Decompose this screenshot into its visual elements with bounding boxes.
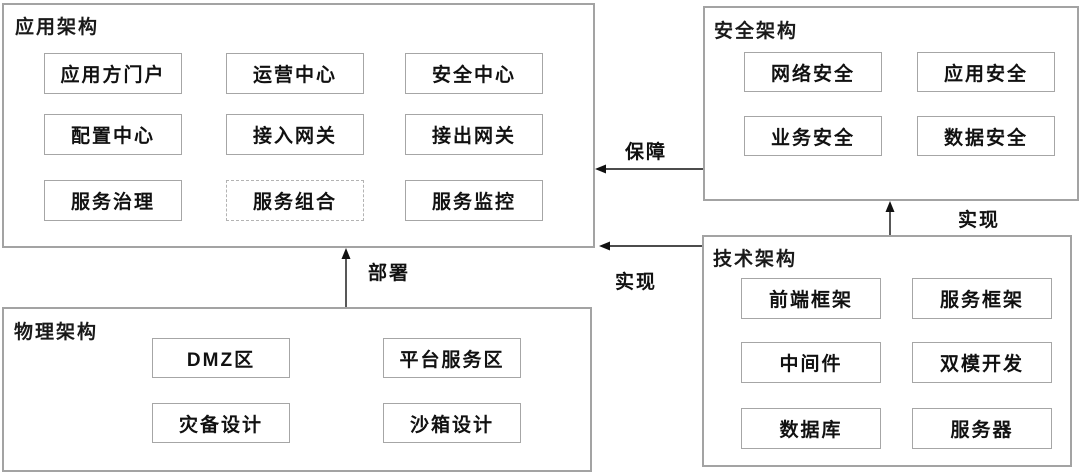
box-config-center: 配置中心 [44, 114, 182, 155]
realize-security-arrowhead-icon [885, 201, 895, 212]
box-business-security: 业务安全 [744, 116, 882, 156]
box-security-center: 安全中心 [405, 53, 543, 94]
guarantee-arrow [595, 164, 703, 174]
box-service-governance: 服务治理 [44, 180, 182, 221]
box-server: 服务器 [912, 408, 1052, 449]
box-database: 数据库 [741, 408, 881, 449]
panel-technology-architecture: 技术架构 前端框架 服务框架 中间件 双模开发 数据库 服务器 [702, 235, 1072, 467]
box-outbound-gateway: 接出网关 [405, 114, 543, 155]
box-platform-service-zone: 平台服务区 [383, 338, 521, 378]
box-middleware: 中间件 [741, 342, 881, 383]
box-dmz-zone: DMZ区 [152, 338, 290, 378]
panel-title-technology: 技术架构 [713, 249, 798, 270]
box-inbound-gateway: 接入网关 [226, 114, 364, 155]
deploy-arrowhead-icon [341, 248, 351, 259]
panel-title-application: 应用架构 [15, 17, 100, 38]
guarantee-arrow-label: 保障 [625, 142, 668, 163]
panel-title-physical: 物理架构 [14, 322, 99, 343]
box-network-security: 网络安全 [744, 52, 882, 92]
box-app-portal: 应用方门户 [44, 53, 182, 94]
panel-physical-architecture: 物理架构 DMZ区 平台服务区 灾备设计 沙箱设计 [2, 307, 592, 472]
box-frontend-framework: 前端框架 [741, 278, 881, 319]
box-application-security: 应用安全 [917, 52, 1055, 92]
realize-app-arrow [599, 241, 702, 251]
box-bimodal-development: 双模开发 [912, 342, 1052, 383]
guarantee-arrowhead-icon [595, 164, 606, 174]
panel-title-security: 安全架构 [714, 21, 799, 42]
panel-security-architecture: 安全架构 网络安全 应用安全 业务安全 数据安全 [703, 6, 1079, 201]
box-sandbox-design: 沙箱设计 [383, 403, 521, 443]
realize-security-arrow-label: 实现 [958, 210, 1001, 231]
box-service-monitoring: 服务监控 [405, 180, 543, 221]
deploy-arrow-label: 部署 [368, 263, 411, 284]
realize-security-arrow [885, 201, 895, 235]
box-data-security: 数据安全 [917, 116, 1055, 156]
panel-application-architecture: 应用架构 应用方门户 运营中心 安全中心 配置中心 接入网关 接出网关 服务治理… [2, 3, 595, 248]
box-service-framework: 服务框架 [912, 278, 1052, 319]
realize-app-arrowhead-icon [599, 241, 610, 251]
box-operation-center: 运营中心 [226, 53, 364, 94]
box-disaster-recovery-design: 灾备设计 [152, 403, 290, 443]
deploy-arrow [341, 248, 351, 307]
realize-app-arrow-label: 实现 [615, 272, 658, 293]
box-service-composition: 服务组合 [226, 180, 364, 221]
